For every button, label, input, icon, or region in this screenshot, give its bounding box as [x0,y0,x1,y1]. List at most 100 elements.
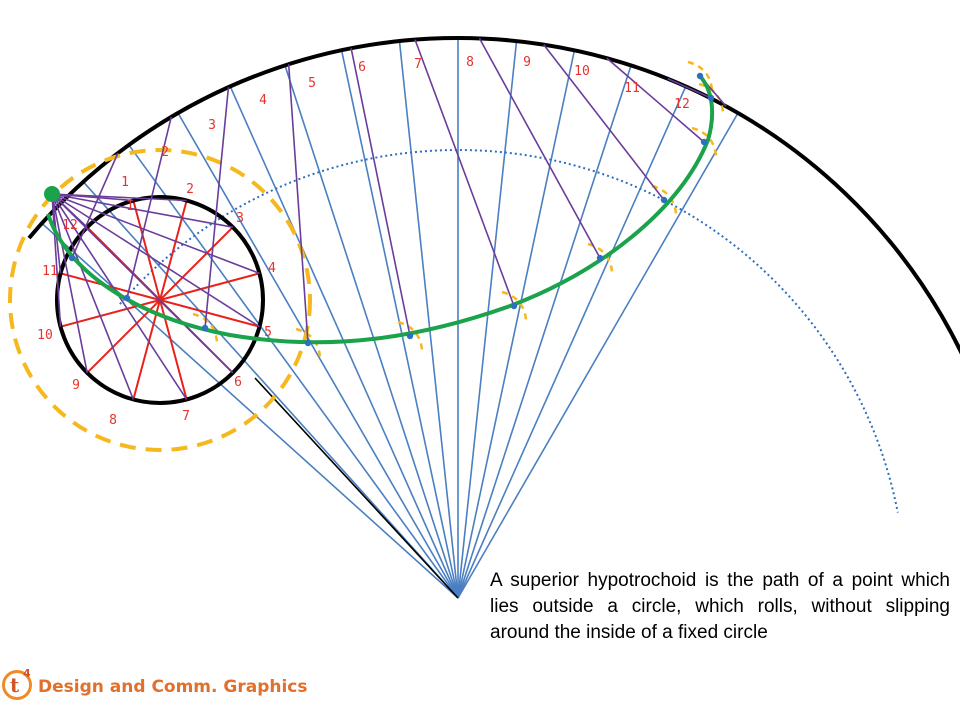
dashed-arc-mark [587,242,614,273]
rolling-label: 1 [126,199,134,214]
rolling-label: 8 [109,413,117,428]
radial-line [340,50,459,599]
fixed-label: 5 [308,76,316,91]
fixed-label: 2 [161,145,169,160]
fixed-label: 12 [674,97,690,112]
dashed-arc-mark [651,184,678,215]
logo-badge-icon: t 4 [2,667,32,700]
construction-chord [71,152,119,259]
radial-line [177,112,459,599]
rolling-label: 3 [236,211,244,226]
radial-line [284,65,459,599]
fixed-label: 1 [121,175,129,190]
logo-letter: t [10,673,20,697]
rolling-label: 5 [264,325,272,340]
radial-line [457,40,518,599]
dashed-arc-mark [192,312,219,343]
locus-point [696,72,704,80]
fixed-label: 6 [358,60,366,75]
rolling-label: 4 [268,261,276,276]
rolling-label: 11 [42,264,58,279]
dashed-circle-shape [8,148,312,452]
fixed-arc [27,36,960,355]
construction-chord [478,38,601,259]
fixed-label: 7 [414,57,422,72]
chord-line [51,193,233,228]
locus-point [123,294,131,302]
locus-point [707,94,715,102]
chord-line [51,193,234,374]
construction-chord [350,48,411,337]
chord-line [51,193,135,400]
rolling-label: 7 [182,409,190,424]
construction-chord [126,116,173,299]
construction-chord [543,44,665,201]
locus-point [596,254,604,262]
radial-line [457,50,576,599]
centre-path-arc [119,149,899,513]
rolling-label: 2 [186,182,194,197]
chord-line [51,193,260,328]
rolling-circle-shape [55,195,265,405]
radial-line [457,65,632,599]
chord-line [51,193,88,373]
centre-path [119,149,899,513]
locus-point [510,302,518,310]
rolling-label: 10 [37,328,53,343]
rolling-label: 6 [234,375,242,390]
dashed-arc-mark [501,290,528,321]
fixed-label: 9 [523,55,531,70]
logo: t 4 Design and Comm. Graphics [2,667,322,708]
fixed-label: 10 [574,64,590,79]
dashed-arc-marks [192,60,725,358]
dashed-arc-mark [691,126,718,157]
construction-chord [606,57,705,143]
locus-path [46,74,715,345]
locus-point [406,332,414,340]
construction-chord [287,64,309,344]
locus-point [660,196,668,204]
construction-chord [204,87,230,329]
chord-line [51,193,88,228]
locus-point [304,339,312,347]
description-text: A superior hypotrochoid is the path of a… [490,570,950,643]
construction-chord [414,39,515,307]
start-point [44,186,60,202]
radial-line [398,40,459,599]
construction-chord [667,78,712,99]
dashed-arc-mark [698,82,725,113]
dashed-arc-mark [397,320,424,351]
radial-lines [41,38,739,599]
locus-point [201,324,209,332]
radial-line [82,181,459,599]
dashed-arc-mark [295,327,322,358]
locus-points [44,72,715,347]
chord-line [51,193,62,327]
radial-line-black [254,377,459,599]
chord-line [51,193,260,275]
locus-point [700,138,708,146]
construction-chords [51,38,727,400]
rolling-circle [55,195,265,405]
radial-line [457,112,739,599]
chord-line [51,193,187,202]
fixed-label: 11 [624,81,640,96]
fixed-circle-arc [27,36,960,355]
fixed-label: 8 [466,55,474,70]
radial-line [41,222,459,599]
radial-line [457,86,687,599]
rolling-label: 9 [72,378,80,393]
locus-point [68,254,76,262]
fixed-label: 4 [259,93,267,108]
fixed-label: 3 [208,118,216,133]
dashed-arc-mark [687,60,714,91]
logo-superscript: 4 [23,667,31,680]
radial-line [128,144,459,599]
dashed-circle [8,148,312,452]
rolling-label: 12 [62,218,78,233]
logo-text: Design and Comm. Graphics [38,677,308,697]
locus-curve [46,74,715,345]
